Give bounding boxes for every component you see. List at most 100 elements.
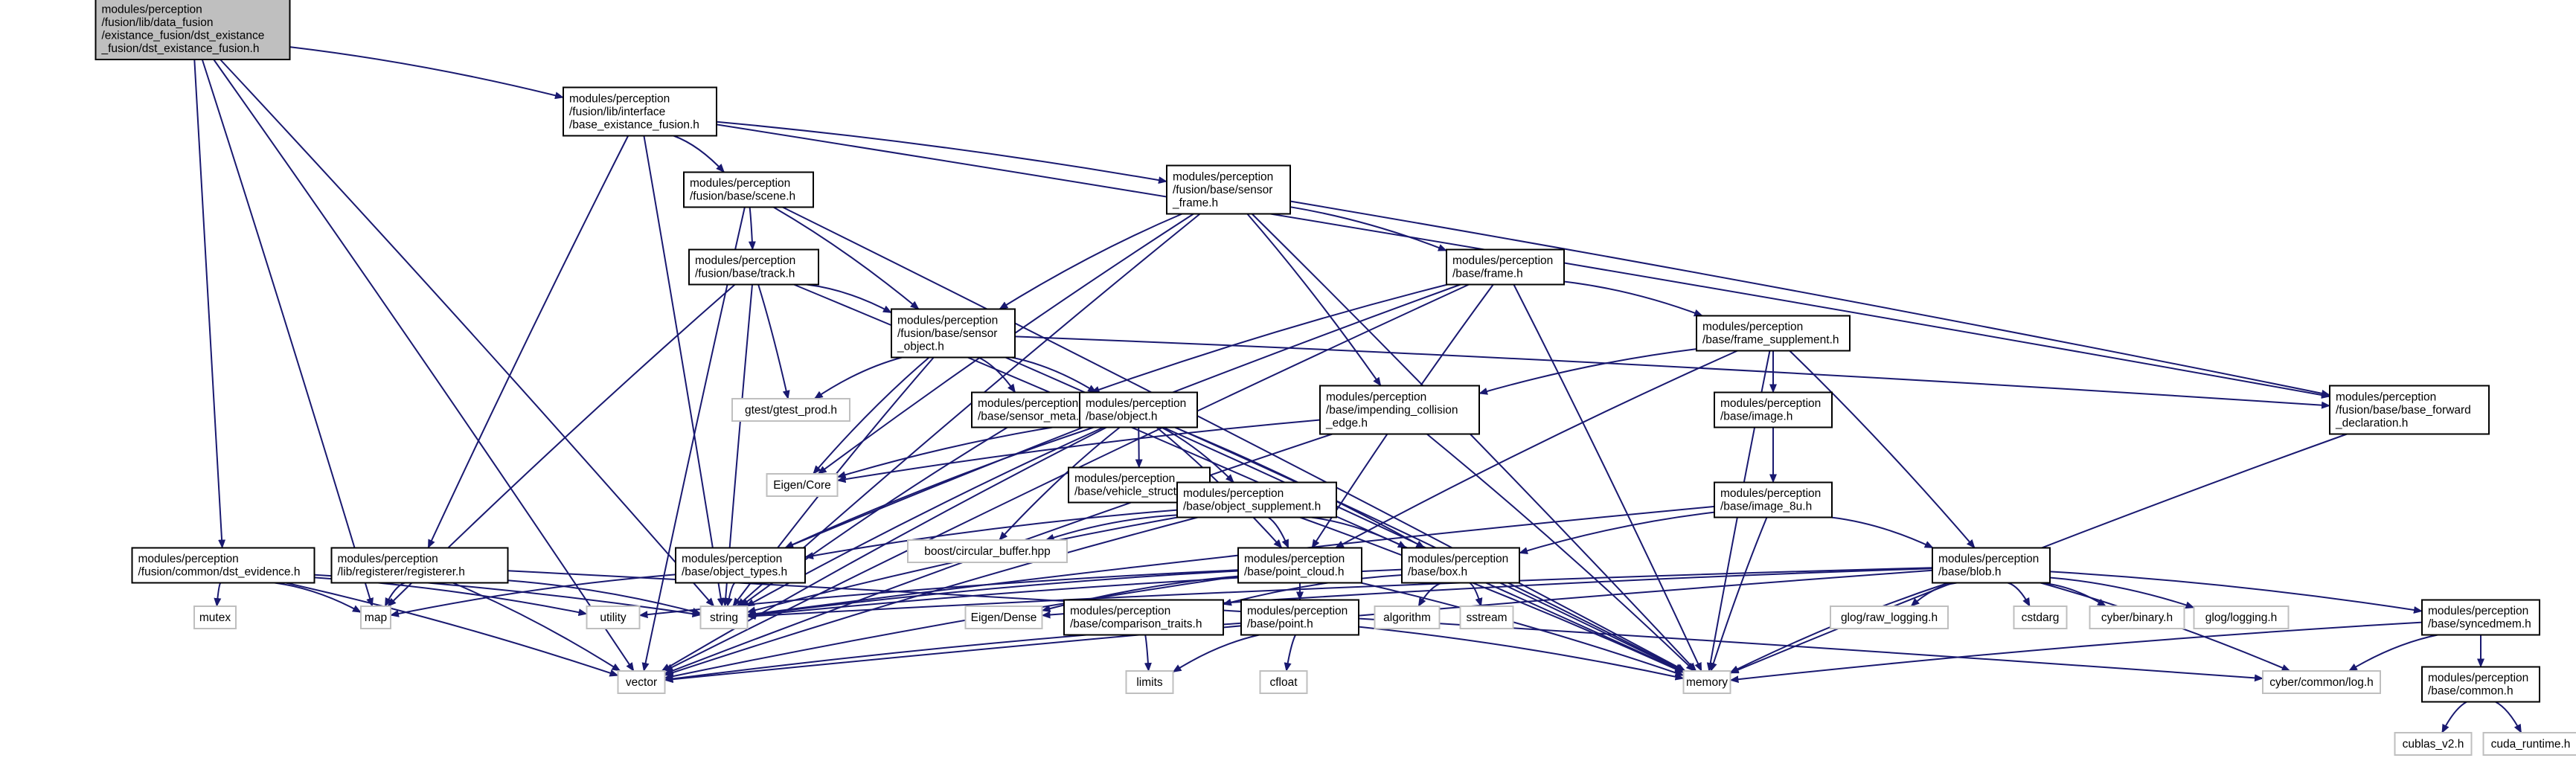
node-box (94, 0, 291, 60)
node-blob[interactable]: modules/perception/base/blob.h (1932, 547, 2051, 584)
node-label-line: /base/vehicle_struct.h (1074, 486, 1186, 498)
node-label-line: /base/object_types.h (682, 566, 787, 579)
node-object-types[interactable]: modules/perception/base/object_types.h (675, 547, 806, 584)
node-label-line: modules/perception (2428, 605, 2528, 617)
node-label-line: modules/perception (695, 254, 795, 267)
node-limits: limits (1125, 670, 1174, 694)
node-box (688, 248, 819, 286)
edge-registerer-to-string (507, 579, 702, 615)
node-point[interactable]: modules/perception/base/point.h (1240, 599, 1359, 636)
node-label-line: modules/perception (102, 4, 202, 16)
node-label-line: cyber/binary.h (2101, 611, 2173, 624)
node-box (1682, 670, 1731, 694)
edge-common-to-cuda_runtime (2495, 701, 2522, 733)
node-eigen-core: Eigen/Core (766, 473, 839, 497)
edge-object_supplement-to-vector (664, 516, 1198, 677)
node-label-line: modules/perception (1720, 487, 1821, 500)
node-box (1240, 599, 1359, 636)
node-box (2394, 732, 2473, 756)
node-dst-evidence[interactable]: modules/perception/fusion/common/dst_evi… (131, 547, 315, 584)
node-box (1459, 606, 1514, 629)
node-glog-raw: glog/raw_logging.h (1830, 606, 1949, 629)
node-root[interactable]: modules/perception/fusion/lib/data_fusio… (94, 0, 291, 60)
node-label-line: modules/perception (1326, 391, 1426, 403)
edge-object_supplement-to-object_types (804, 509, 1178, 560)
node-sensor-object[interactable]: modules/perception/fusion/base/sensor_ob… (891, 308, 1016, 359)
node-object-supplement[interactable]: modules/perception/base/object_supplemen… (1176, 481, 1337, 518)
node-label-line: string (710, 611, 738, 624)
node-label-line: _edge.h (1325, 417, 1368, 429)
node-label-line: /fusion/common/dst_evidence.h (138, 566, 301, 579)
node-impending[interactable]: modules/perception/base/impending_collis… (1319, 385, 1480, 435)
node-box (1063, 599, 1224, 636)
edge-scene-to-sensor_object (772, 206, 920, 310)
edge-object_supplement-to-circular_buffer (1045, 514, 1178, 542)
edge-registerer-to-vector (452, 582, 621, 672)
node-image-8u[interactable]: modules/perception/base/image_8u.h (1714, 481, 1833, 518)
node-box (683, 171, 814, 208)
node-scene[interactable]: modules/perception/fusion/base/scene.h (683, 171, 814, 208)
node-label-line: /base/impending_collision (1326, 404, 1458, 417)
node-syncedmem[interactable]: modules/perception/base/syncedmem.h (2421, 599, 2540, 636)
node-box[interactable]: modules/perception/base/box.h (1401, 547, 1520, 584)
edge-sensor_object-to-gtest (813, 356, 903, 399)
node-label-line: /fusion/base/track.h (695, 268, 795, 280)
node-label-line: modules/perception (138, 553, 239, 565)
edge-object_types-to-string (725, 582, 736, 607)
node-comparison-traits[interactable]: modules/perception/base/comparison_trait… (1063, 599, 1224, 636)
node-label-line: _object.h (897, 340, 944, 353)
node-label-line: /lib/registerer/registerer.h (338, 566, 465, 579)
node-cublas: cublas_v2.h (2394, 732, 2473, 756)
node-base-frame[interactable]: modules/perception/base/frame.h (1446, 248, 1565, 286)
nodes-layer: modules/perception/fusion/lib/data_fusio… (94, 0, 2576, 756)
node-object[interactable]: modules/perception/base/object.h (1079, 391, 1198, 428)
node-box (2421, 666, 2540, 703)
node-label-line: modules/perception (1408, 553, 1508, 565)
node-label-line: modules/perception (2428, 672, 2528, 684)
node-label-line: mutex (199, 611, 231, 624)
edge-syncedmem-to-cyber_log (2348, 634, 2438, 672)
node-box (2089, 606, 2185, 629)
node-box (1714, 481, 1833, 518)
edge-blob-to-cstdarg (2007, 582, 2031, 607)
node-track[interactable]: modules/perception/fusion/base/track.h (688, 248, 819, 286)
edge-dst_evidence-to-mutex (214, 582, 222, 607)
node-vehicle-struct[interactable]: modules/perception/base/vehicle_struct.h (1068, 466, 1211, 504)
edge-object_supplement-to-memory (1299, 516, 1685, 674)
node-box (1176, 481, 1337, 518)
node-sensor-frame[interactable]: modules/perception/fusion/base/sensor_fr… (1166, 164, 1291, 215)
node-label-line: /base/point.h (1247, 618, 1313, 631)
node-base-existance[interactable]: modules/perception/fusion/lib/interface/… (563, 86, 717, 137)
node-box (1259, 670, 1308, 694)
edge-base_existance-to-scene (673, 135, 725, 173)
node-common[interactable]: modules/perception/base/common.h (2421, 666, 2540, 703)
node-glog-logging: glog/logging.h (2193, 606, 2290, 629)
node-label-line: algorithm (1383, 611, 1431, 624)
edge-impending-to-eigen_core (836, 419, 1321, 484)
node-sensor-meta[interactable]: modules/perception/base/sensor_meta.h (971, 391, 1096, 428)
edge-image_8u-to-blob (1831, 516, 1934, 549)
node-point-cloud[interactable]: modules/perception/base/point_cloud.h (1237, 547, 1362, 584)
edge-sensor_object-to-forward_decl (1014, 335, 2330, 409)
node-box (1125, 670, 1174, 694)
node-label-line: /base/frame.h (1452, 268, 1523, 280)
node-label-line: cublas_v2.h (2403, 738, 2464, 751)
edge-frame_supplement-to-blob (1789, 350, 1976, 549)
node-box (330, 547, 509, 584)
edge-image_8u-to-string (746, 505, 1715, 618)
node-image[interactable]: modules/perception/base/image.h (1714, 391, 1833, 428)
node-label-line: /base/common.h (2428, 685, 2513, 698)
node-label-line: /base/box.h (1408, 566, 1467, 579)
node-forward-decl[interactable]: modules/perception/fusion/base/base_forw… (2329, 385, 2490, 435)
node-registerer[interactable]: modules/perception/lib/registerer/regist… (330, 547, 509, 584)
node-label-line: cuda_runtime.h (2491, 738, 2571, 751)
node-frame-supplement[interactable]: modules/perception/base/frame_supplement… (1696, 315, 1851, 352)
edge-sensor_frame-to-base_frame (1289, 206, 1447, 251)
edge-object_supplement-to-point_cloud (1267, 516, 1289, 549)
node-box (891, 308, 1016, 359)
edge-sensor_frame-to-forward_decl (1289, 200, 2330, 397)
node-label-line: /fusion/lib/interface (569, 106, 665, 118)
node-label-line: /base/image_8u.h (1720, 501, 1812, 513)
node-box (2262, 670, 2381, 694)
node-vector: vector (617, 670, 666, 694)
